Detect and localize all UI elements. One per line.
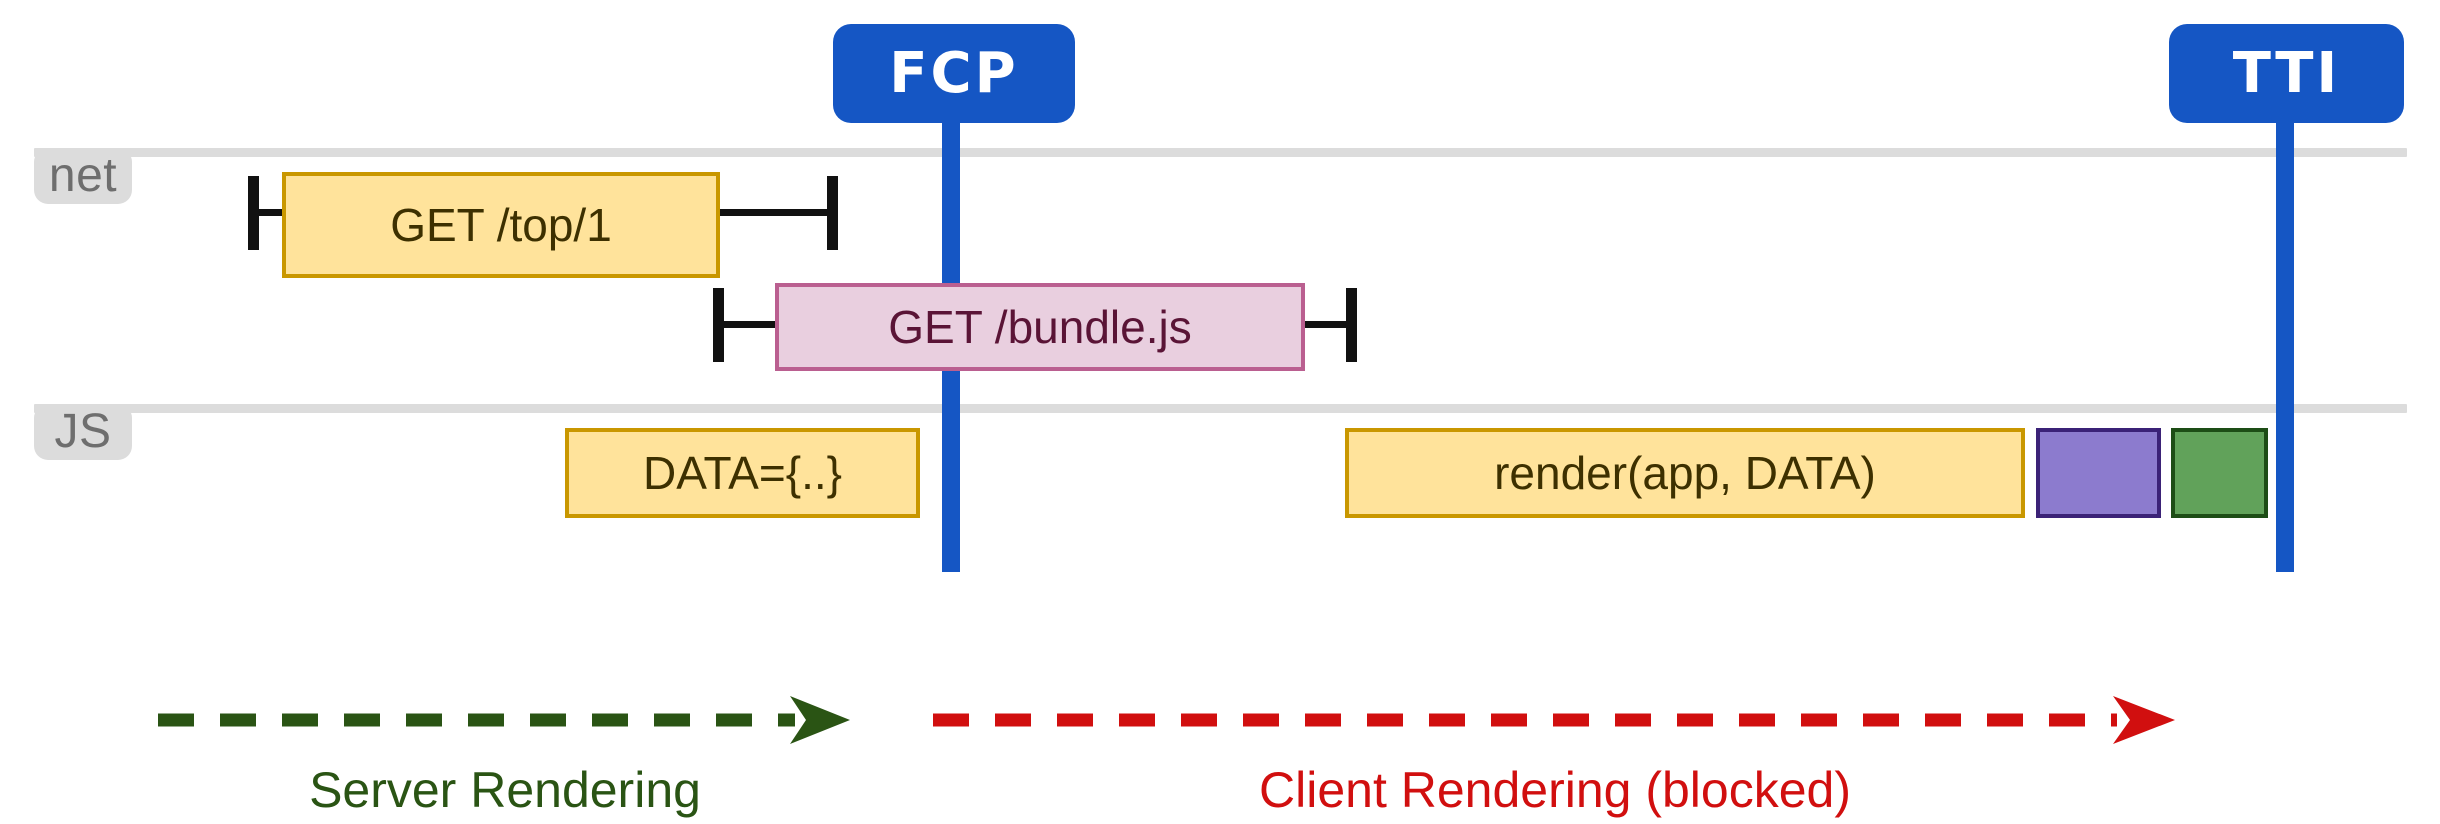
phase-label-server-rendering: Server Rendering bbox=[150, 765, 860, 815]
task-label-data-assign: DATA={..} bbox=[642, 447, 842, 499]
lane-rule-net bbox=[34, 148, 2407, 157]
milestone-badge-fcp-text: FCP bbox=[889, 41, 1019, 106]
whisker-cap-get-bundle-end bbox=[1346, 288, 1357, 362]
lane-label-net: net bbox=[34, 148, 132, 204]
task-label-get-bundle: GET /bundle.js bbox=[888, 301, 1192, 353]
milestone-badge-tti-text: TTI bbox=[2232, 41, 2341, 106]
task-box-get-bundle[interactable]: GET /bundle.js bbox=[775, 283, 1305, 371]
milestone-badge-tti[interactable]: TTI bbox=[2169, 24, 2404, 123]
lane-label-net-text: net bbox=[48, 149, 118, 202]
milestone-line-tti bbox=[2276, 122, 2294, 372]
phase-arrow-server-rendering bbox=[158, 696, 850, 744]
task-box-green[interactable] bbox=[2171, 428, 2268, 518]
task-box-render-app[interactable]: render(app, DATA) bbox=[1345, 428, 2025, 518]
milestone-line-fcp-lower bbox=[942, 372, 960, 572]
lane-label-js: JS bbox=[34, 404, 132, 460]
task-box-purple[interactable] bbox=[2036, 428, 2161, 518]
milestone-line-tti-lower bbox=[2276, 372, 2294, 572]
milestone-badge-fcp[interactable]: FCP bbox=[833, 24, 1075, 123]
phase-arrow-client-rendering bbox=[933, 696, 2175, 744]
phase-label-server-rendering-text: Server Rendering bbox=[309, 762, 701, 818]
task-box-get-top[interactable]: GET /top/1 bbox=[282, 172, 720, 278]
phase-arrow-server-head bbox=[790, 696, 850, 744]
lane-label-js-text: JS bbox=[54, 405, 112, 458]
phase-label-client-rendering: Client Rendering (blocked) bbox=[925, 765, 2185, 815]
phase-label-client-rendering-text: Client Rendering (blocked) bbox=[1259, 762, 1851, 818]
task-label-get-top: GET /top/1 bbox=[390, 199, 612, 251]
phase-arrow-client-head bbox=[2113, 696, 2175, 744]
task-box-data-assign[interactable]: DATA={..} bbox=[565, 428, 920, 518]
lane-rule-js bbox=[34, 404, 2407, 413]
whisker-cap-get-top-end bbox=[827, 176, 838, 250]
task-label-render-app: render(app, DATA) bbox=[1494, 447, 1876, 499]
